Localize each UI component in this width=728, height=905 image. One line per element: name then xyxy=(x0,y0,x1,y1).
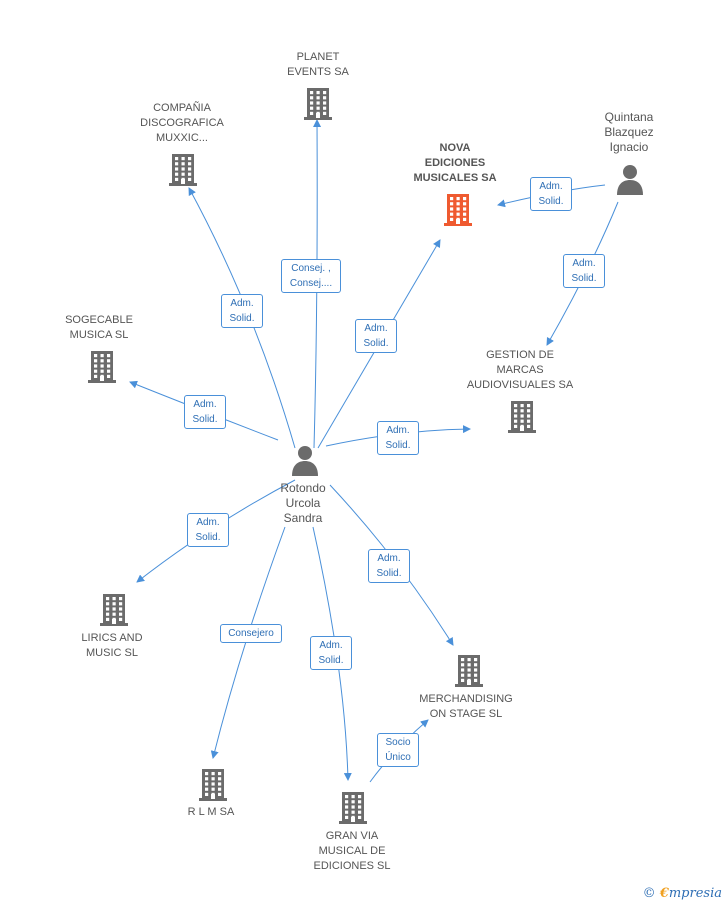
brand-name: mpresia xyxy=(668,886,722,901)
building-icon[interactable] xyxy=(168,152,198,186)
building-icon[interactable] xyxy=(303,86,333,120)
edge-label-rotondo-sogecable: Adm. Solid. xyxy=(184,395,226,429)
edge-label-rotondo-muxxic: Adm. Solid. xyxy=(221,294,263,328)
building-icon[interactable] xyxy=(87,349,117,383)
company-name-muxxic[interactable]: COMPAÑIA DISCOGRAFICA MUXXIC... xyxy=(140,102,224,144)
building-icon[interactable] xyxy=(198,767,228,801)
building-icon[interactable] xyxy=(443,192,473,226)
edge-label-rotondo-gran-via: Adm. Solid. xyxy=(310,636,352,670)
company-name-nova-ediciones[interactable]: NOVA EDICIONES MUSICALES SA xyxy=(413,142,497,184)
person-icon[interactable] xyxy=(290,444,320,476)
company-name-gran-via[interactable]: GRAN VIA MUSICAL DE EDICIONES SL xyxy=(313,830,391,872)
person-name-quintana[interactable]: Quintana Blazquez Ignacio xyxy=(604,110,654,154)
company-name-planet-events[interactable]: PLANET EVENTS SA xyxy=(287,51,349,78)
edge-label-rotondo-nova: Adm. Solid. xyxy=(355,319,397,353)
person-icon[interactable] xyxy=(615,163,645,195)
building-icon[interactable] xyxy=(338,790,368,824)
edge-label-rotondo-merchandising: Adm. Solid. xyxy=(368,549,410,583)
edge-label-rotondo-lirics: Adm. Solid. xyxy=(187,513,229,547)
building-icon[interactable] xyxy=(99,592,129,626)
edge-label-rotondo-rlm: Consejero xyxy=(220,624,282,643)
brand-initial: € xyxy=(659,886,669,901)
edge-label-gran-via-merchandising: Socio Único xyxy=(377,733,419,767)
edge-label-quintana-gestion: Adm. Solid. xyxy=(563,254,605,288)
company-name-rlm[interactable]: R L M SA xyxy=(187,806,235,818)
relationship-line xyxy=(210,526,286,759)
building-icon[interactable] xyxy=(454,653,484,687)
company-name-sogecable[interactable]: SOGECABLE MUSICA SL xyxy=(65,314,133,341)
person-name-rotondo[interactable]: Rotondo Urcola Sandra xyxy=(280,481,326,525)
edge-label-rotondo-gestion: Adm. Solid. xyxy=(377,421,419,455)
company-name-gestion-marcas[interactable]: GESTION DE MARCAS AUDIOVISUALES SA xyxy=(466,349,574,391)
copyright-symbol: © xyxy=(642,886,656,901)
edge-label-rotondo-planet: Consej. , Consej.... xyxy=(281,259,341,293)
company-name-merchandising[interactable]: MERCHANDISING ON STAGE SL xyxy=(419,693,513,720)
edge-label-quintana-nova: Adm. Solid. xyxy=(530,177,572,211)
empresia-logo[interactable]: © €mpresia xyxy=(643,886,722,901)
company-name-lirics[interactable]: LIRICS AND MUSIC SL xyxy=(81,632,143,659)
building-icon[interactable] xyxy=(507,399,537,433)
